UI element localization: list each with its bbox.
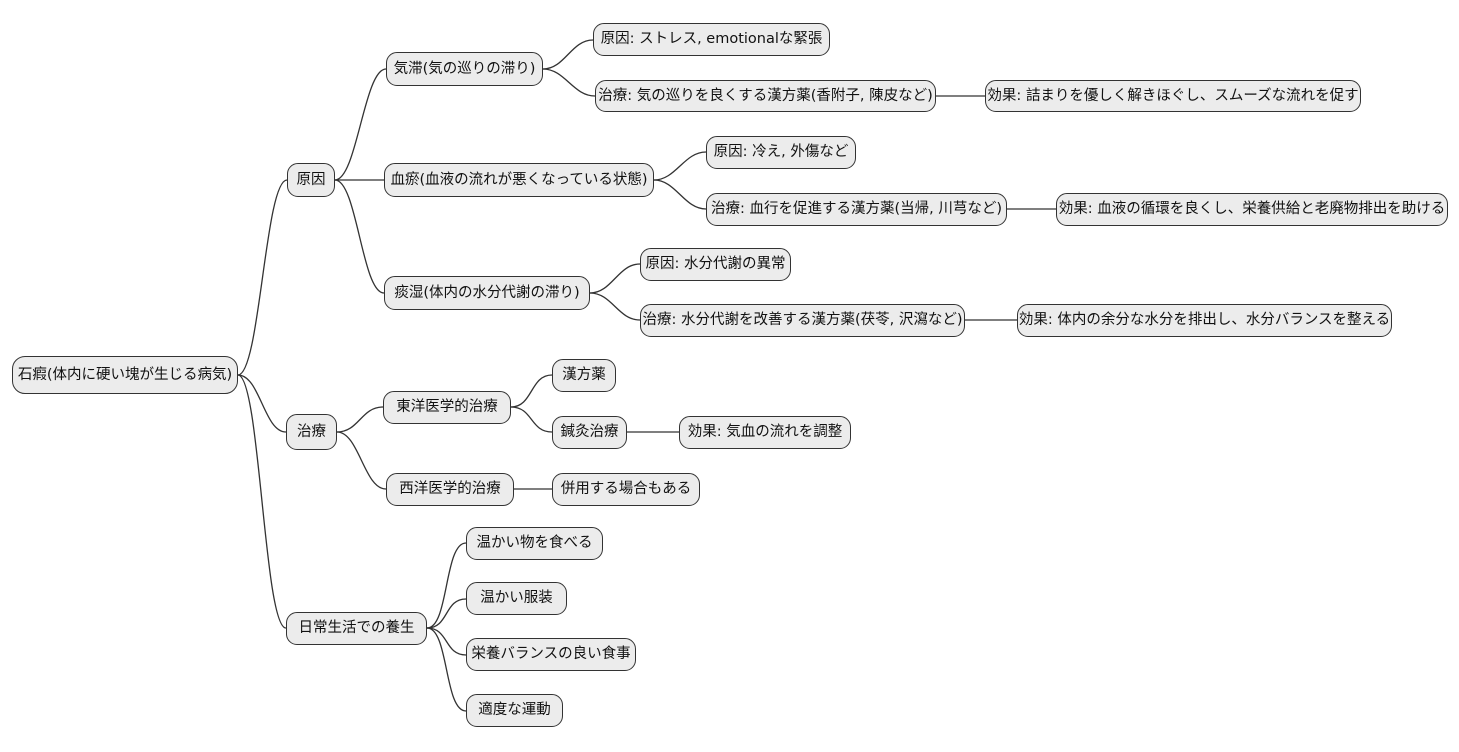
- edge-eastern-kampo: [510, 374, 553, 408]
- node-cause-ketsuo: 血瘀(血液の流れが悪くなっている状態): [384, 163, 654, 197]
- node-daily-warm-food: 温かい物を食べる: [466, 527, 603, 560]
- node-cause-kitai-cause: 原因: ストレス, emotionalな緊張: [593, 23, 830, 56]
- node-treatment-eastern-kampo: 漢方薬: [552, 359, 616, 392]
- edge-cause-kitai: [334, 68, 387, 181]
- node-cause-ketsuo-cause: 原因: 冷え, 外傷など: [706, 136, 856, 169]
- node-cause-tanshitsu-cause: 原因: 水分代謝の異常: [640, 248, 791, 281]
- node-cause-ketsuo-treatment: 治療: 血行を促進する漢方薬(当帰, 川芎など): [706, 193, 1007, 226]
- node-cause-kitai-treatment: 治療: 気の巡りを良くする漢方薬(香附子, 陳皮など): [595, 80, 936, 112]
- edge-kitai-treatment: [542, 68, 596, 97]
- node-daily-balanced-diet: 栄養バランスの良い食事: [466, 638, 636, 671]
- edge-root-cause: [237, 179, 288, 376]
- node-cause-kitai: 気滞(気の巡りの滞り): [386, 52, 543, 86]
- node-cause-tanshitsu-effect: 効果: 体内の余分な水分を排出し、水分バランスを整える: [1017, 304, 1392, 337]
- edge-ketsuo-treatment: [653, 179, 707, 210]
- edge-cause-tanshitsu: [334, 179, 385, 294]
- edge-treatment-western: [336, 431, 387, 490]
- node-cause-tanshitsu: 痰湿(体内の水分代謝の滞り): [384, 276, 590, 310]
- node-daily: 日常生活での養生: [286, 612, 427, 645]
- edge-root-treatment: [237, 374, 287, 433]
- node-daily-moderate-exercise: 適度な運動: [466, 694, 563, 727]
- node-cause-kitai-effect: 効果: 詰まりを優しく解きほぐし、スムーズな流れを促す: [985, 80, 1361, 112]
- edge-kitai-cause: [542, 39, 594, 70]
- node-cause: 原因: [287, 163, 335, 197]
- edge-daily-balanced-diet: [426, 627, 467, 656]
- node-treatment-western: 西洋医学的治療: [386, 473, 514, 506]
- edge-daily-moderate-exercise: [426, 627, 467, 712]
- edge-treatment-eastern: [336, 406, 384, 433]
- node-treatment-eastern-acupuncture-effect: 効果: 気血の流れを調整: [679, 416, 851, 449]
- edge-ketsuo-cause: [653, 151, 707, 181]
- edge-root-daily: [237, 374, 287, 629]
- node-treatment: 治療: [286, 414, 337, 450]
- node-treatment-eastern: 東洋医学的治療: [383, 391, 511, 424]
- node-treatment-western-note: 併用する場合もある: [552, 473, 700, 506]
- node-root: 石瘕(体内に硬い塊が生じる病気): [12, 356, 238, 394]
- edge-daily-warm-clothes: [426, 598, 467, 629]
- edge-eastern-acupuncture: [510, 406, 553, 433]
- edge-daily-warm-food: [426, 542, 467, 629]
- node-cause-tanshitsu-treatment: 治療: 水分代謝を改善する漢方薬(茯苓, 沢瀉など): [640, 304, 965, 337]
- node-daily-warm-clothes: 温かい服装: [466, 582, 567, 615]
- node-cause-ketsuo-effect: 効果: 血液の循環を良くし、栄養供給と老廃物排出を助ける: [1056, 193, 1448, 226]
- edge-tanshitsu-cause: [589, 263, 641, 294]
- node-treatment-eastern-acupuncture: 鍼灸治療: [552, 416, 627, 449]
- edge-tanshitsu-treatment: [589, 292, 641, 321]
